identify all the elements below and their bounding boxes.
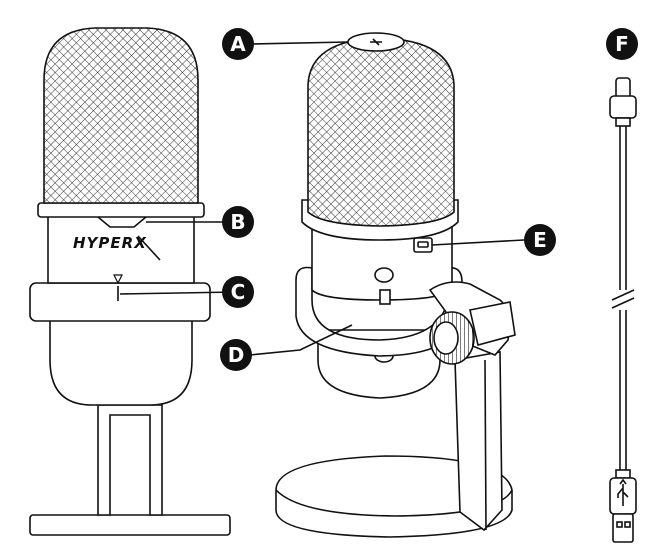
cable-break-1 [611,289,635,301]
angled-grille [307,37,455,227]
usb-c-body [609,95,637,119]
callout-e-label: E [533,228,547,252]
usb-c-neck [615,117,631,127]
callout-d-badge [220,339,252,371]
callout-d: D [220,339,252,371]
callout-b-label: B [230,210,245,234]
callout-f-label: F [615,32,629,56]
usb-port-inner [417,241,429,248]
usb-a-hole-1 [616,521,623,528]
front-top-rim [37,202,205,218]
angled-view-microphone [249,32,525,538]
upper-screw-hole [374,267,394,283]
leader-c [119,291,237,295]
callout-b: B [222,206,254,238]
angled-base [275,455,513,538]
knob-cap [433,321,459,355]
usb-a-neck [615,469,631,479]
callout-a-label: A [230,32,246,56]
stand-column-edge [484,359,487,531]
callout-a-badge [222,28,254,60]
mute-sensor-mark [370,38,382,46]
callout-c-label: C [231,280,246,304]
callout-e: E [524,224,556,256]
callout-e-badge [524,224,556,256]
callout-d-label: D [228,343,245,367]
front-view-microphone: HYPERX [29,27,237,536]
usb-a-hole-2 [624,521,631,528]
center-post [379,289,391,305]
front-band-ring [29,282,211,322]
usb-c-tip [615,77,631,99]
callout-a: A [222,28,254,60]
leader-e [431,239,525,246]
usb-symbol-icon [617,478,629,506]
cable-break-2 [611,297,635,309]
logo-swoosh [137,235,161,261]
gain-indicator-arrow [113,274,123,285]
callout-c-badge [222,276,254,308]
angled-stand-column [454,351,503,532]
front-mute-button [97,216,147,228]
front-grille [43,27,199,204]
brand-logo: HYPERX [73,234,147,252]
front-stand [97,404,163,516]
front-base [29,514,231,536]
callout-f-badge [606,28,638,60]
callout-c: C [222,276,254,308]
callout-b-badge [222,206,254,238]
mount-clamp [469,301,516,346]
callout-f: F [606,28,638,60]
usb-a-plug [612,513,634,543]
leader-a [251,41,349,45]
usb-cable [609,77,637,543]
front-lower-body [49,319,193,406]
leader-d [249,324,353,356]
